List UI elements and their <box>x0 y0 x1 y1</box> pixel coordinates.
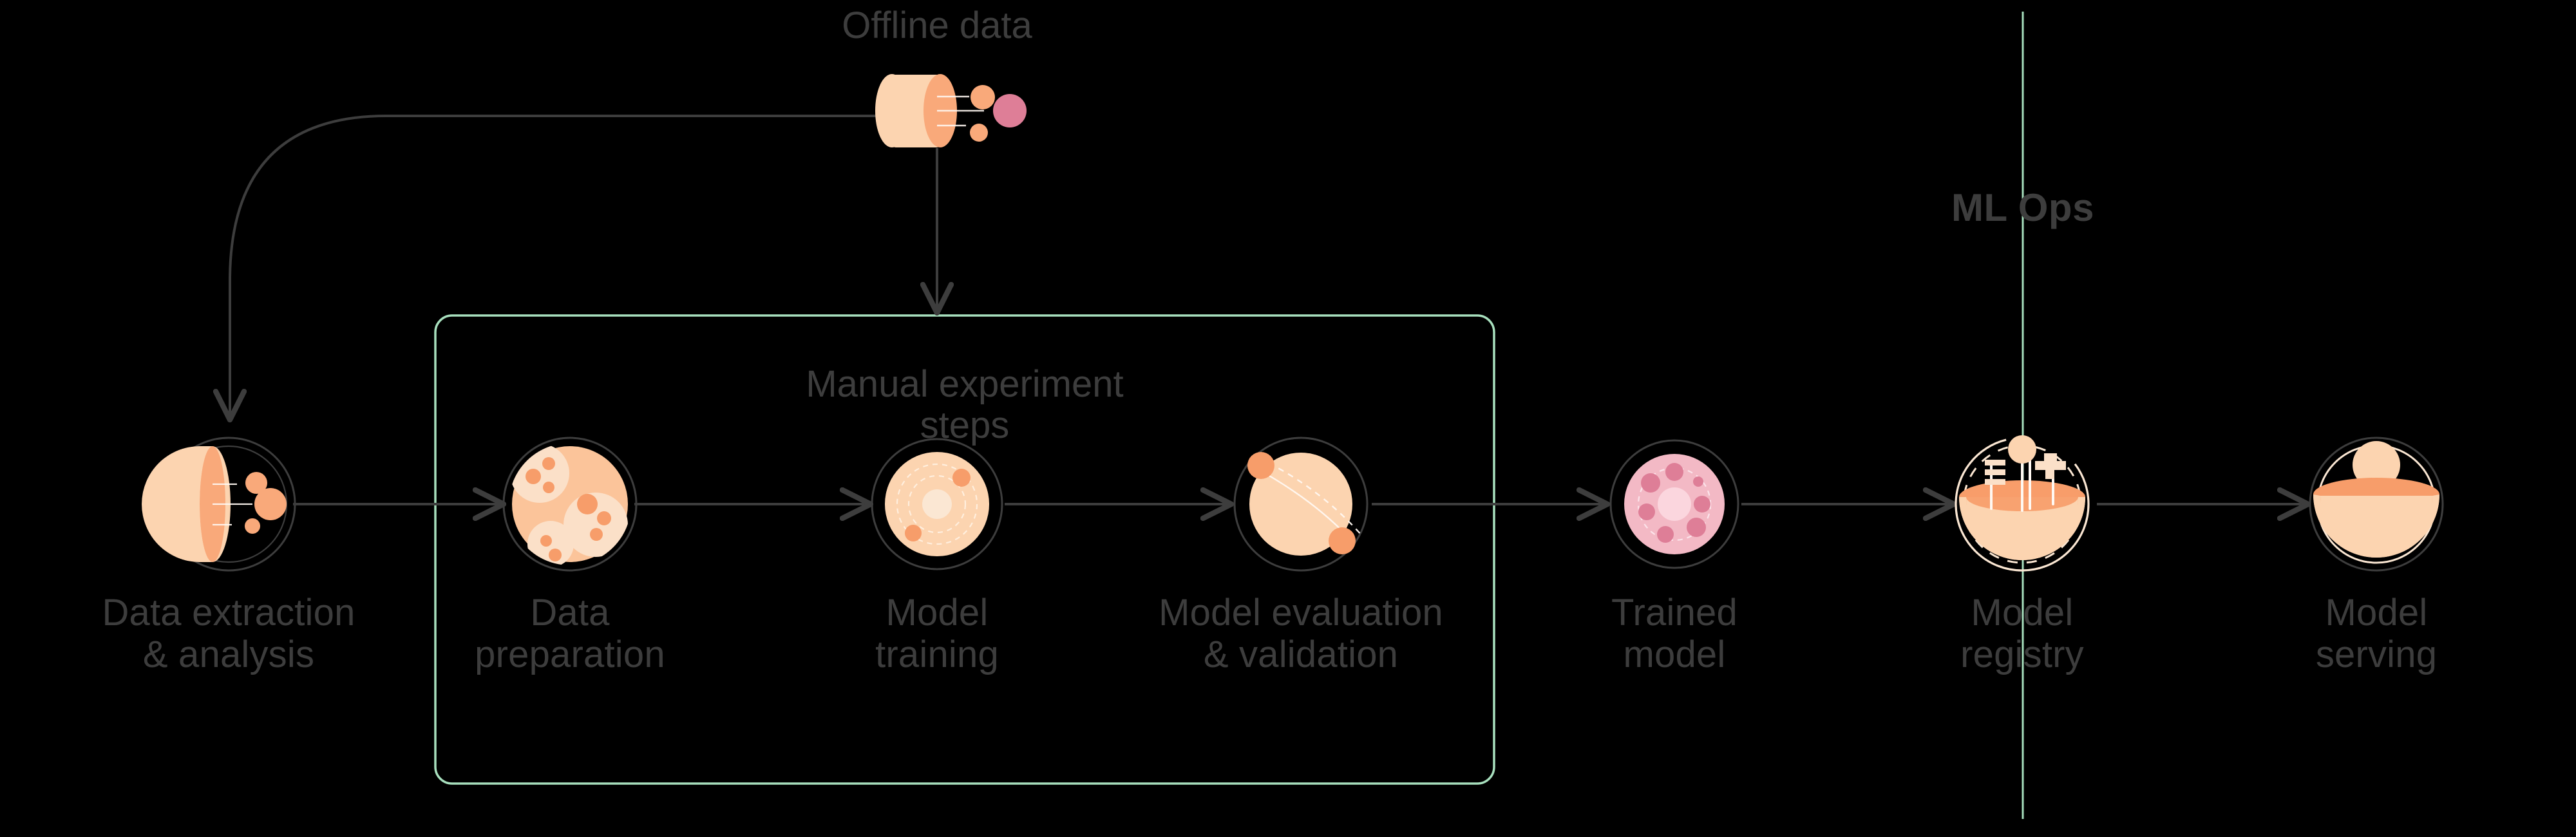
model-registry-icon <box>1955 435 2090 572</box>
node-label-model-registry: Model registry <box>1960 592 2084 675</box>
node-label-model-evaluation: Model evaluation & validation <box>1159 592 1443 675</box>
model-training-icon <box>871 438 1003 570</box>
data-preparation-icon <box>502 437 638 572</box>
model-serving-icon <box>2309 437 2444 572</box>
node-label-trained-model: Trained model <box>1611 592 1738 675</box>
mlops-label: ML Ops <box>1951 186 2094 229</box>
offline-data-label: Offline data <box>842 5 1032 46</box>
offline-data-icon <box>875 74 1027 147</box>
manual-experiment-steps-box <box>434 314 1495 785</box>
node-label-data-preparation: Data preparation <box>475 592 665 675</box>
data-extraction-icon <box>142 437 296 572</box>
node-label-data-extraction: Data extraction & analysis <box>102 592 355 675</box>
arrow-offline-to-extraction <box>230 115 889 417</box>
model-evaluation-icon <box>1233 437 1368 572</box>
node-label-model-training: Model training <box>875 592 999 675</box>
node-label-model-serving: Model serving <box>2315 592 2438 675</box>
trained-model-icon <box>1609 439 1739 569</box>
manual-experiment-steps-label: Manual experiment steps <box>806 363 1124 446</box>
